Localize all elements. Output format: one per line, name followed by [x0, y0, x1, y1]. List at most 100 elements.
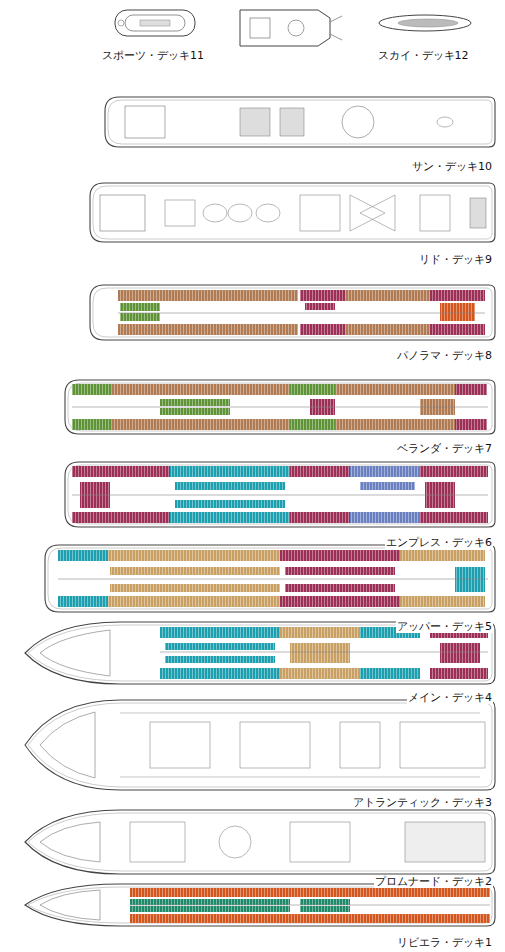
deck-hull-outline [105, 97, 495, 147]
cabin-divider-lines [280, 627, 360, 638]
cabin-block [160, 668, 280, 679]
cabin-divider-lines [300, 324, 345, 335]
jogging-track [125, 15, 185, 31]
deck-hull-outline [45, 545, 495, 612]
cabin-divider-lines [290, 512, 350, 523]
deck-interior-detail [150, 722, 210, 768]
deck-interior-detail [125, 106, 165, 138]
cabin-block [108, 596, 280, 607]
cabin-block [335, 419, 455, 430]
deck-hull-outline [25, 700, 495, 790]
cabin-block [170, 466, 290, 477]
deck-interior-detail [300, 195, 340, 231]
sports-court [140, 20, 170, 26]
deck-inner-outline [68, 465, 492, 524]
deck-interior-detail [120, 777, 480, 778]
sky-deck-structure [398, 19, 458, 27]
cabin-divider-lines [120, 303, 160, 311]
deck-interior-detail [350, 195, 395, 231]
deck-hull-outline [25, 810, 495, 874]
cabin-block [345, 290, 430, 301]
cabin-block [300, 324, 345, 335]
cabin-block [300, 906, 350, 912]
cabin-block [130, 899, 290, 905]
deck-name: エンプレス・デッキ6 [385, 536, 493, 549]
cabin-divider-lines [430, 324, 485, 335]
cabin-block [72, 512, 170, 523]
cabin-block [160, 399, 230, 406]
deck-hull-outline [65, 462, 495, 527]
cabin-divider-lines [130, 914, 490, 923]
corridor-line [72, 495, 488, 496]
cabin-divider-lines [360, 668, 420, 679]
deck-interior-detail [405, 822, 485, 862]
deck-hull-outline [90, 183, 495, 242]
cabin-divider-lines [420, 466, 488, 477]
cabin-divider-lines [455, 419, 487, 430]
deck-interior-detail [240, 722, 310, 768]
deck-interior-detail [40, 822, 100, 862]
cabin-block [290, 512, 350, 523]
deck-name: アッパー・デッキ5 [396, 620, 493, 633]
cabin-divider-lines [160, 399, 230, 406]
cabin-block [455, 419, 487, 430]
deck-name: ベランダ・デッキ7 [396, 442, 493, 455]
deck-interior-detail [219, 826, 251, 858]
deck-name: スポーツ・デッキ11 [101, 49, 205, 62]
cabin-block [160, 627, 280, 638]
deck-hull-outline [65, 380, 495, 434]
cabin-block [300, 290, 345, 301]
deck-interior-detail [420, 195, 450, 231]
sports-deck-outline [115, 10, 195, 36]
cabin-divider-lines [455, 384, 487, 395]
deck-name: メイン・デッキ4 [407, 691, 493, 704]
cabin-block [430, 290, 485, 301]
deck-inner-outline [93, 186, 492, 239]
deck-interior-detail [40, 890, 100, 920]
cabin-block [285, 567, 395, 575]
cabin-block [110, 584, 280, 592]
cabin-block [420, 466, 488, 477]
deck-inner-outline [108, 100, 492, 144]
deck-fitting [118, 20, 124, 26]
corridor-line [118, 313, 485, 314]
cabin-block [58, 596, 108, 607]
cabin-divider-lines [350, 466, 420, 477]
cabin-divider-lines [72, 466, 170, 477]
cabin-block [440, 643, 480, 663]
cabin-block [400, 596, 485, 607]
cabin-divider-lines [170, 512, 290, 523]
cabin-block [400, 550, 485, 561]
cabin-divider-lines [290, 384, 335, 395]
cabin-divider-lines [118, 324, 298, 335]
cabin-divider-lines [160, 668, 280, 679]
corridor-line [58, 579, 488, 580]
deck-interior-detail [280, 108, 304, 136]
cabin-block [345, 324, 430, 335]
cabin-divider-lines [110, 584, 280, 592]
deck-structure [288, 20, 304, 36]
deck-structure [250, 18, 270, 38]
cabin-block [440, 303, 475, 321]
deck-inner-outline [68, 383, 492, 431]
cabin-block [170, 512, 290, 523]
cabin-block [175, 500, 285, 508]
cabin-block [350, 466, 420, 477]
cabin-block [165, 656, 275, 663]
cabin-block [335, 384, 455, 395]
cabin-divider-lines [290, 466, 350, 477]
deck-hull-outline [25, 884, 495, 926]
deck-inner-outline [28, 813, 492, 871]
deck-interior-detail [290, 822, 350, 862]
deck-interior-detail [470, 198, 486, 228]
cabin-block [130, 914, 490, 923]
deck-interior-detail [400, 722, 485, 768]
deck-interior-detail [340, 722, 380, 768]
cabin-divider-lines [72, 384, 112, 395]
upper-deck-outline [240, 10, 330, 46]
cabin-block [160, 408, 230, 415]
cabin-divider-lines [175, 482, 285, 490]
cabin-block [120, 303, 160, 311]
deck-interior-detail [240, 108, 270, 136]
